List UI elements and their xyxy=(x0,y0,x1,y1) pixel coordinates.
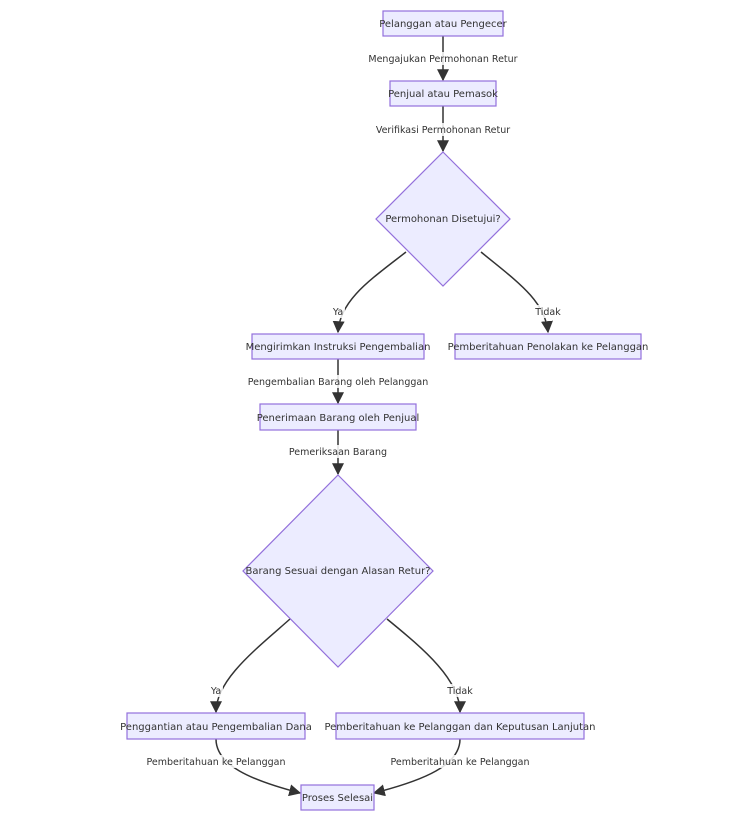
node-done: Proses Selesai xyxy=(300,784,375,811)
node-further-decision: Pemberitahuan ke Pelanggan dan Keputusan… xyxy=(324,712,596,740)
svg-text:Proses Selesai: Proses Selesai xyxy=(302,793,373,804)
svg-text:Penjual atau Pemasok: Penjual atau Pemasok xyxy=(388,89,498,100)
edge-further-to-done xyxy=(372,738,461,797)
edge-decision-no xyxy=(480,251,553,334)
node-receive-goods: Penerimaan Barang oleh Penjual xyxy=(257,403,420,431)
node-refund: Penggantian atau Pengembalian Dana xyxy=(120,712,312,740)
node-match-decision: Barang Sesuai dengan Alasan Retur? xyxy=(242,474,434,668)
svg-text:Pengembalian Barang oleh Pelan: Pengembalian Barang oleh Pelanggan xyxy=(248,377,428,388)
edge-label-submit: Mengajukan Permohonan Retur xyxy=(368,52,518,65)
svg-text:Pemeriksaan Barang: Pemeriksaan Barang xyxy=(289,447,387,458)
node-rejection-notice: Pemberitahuan Penolakan ke Pelanggan xyxy=(448,333,649,360)
svg-text:Pemberitahuan ke Pelanggan: Pemberitahuan ke Pelanggan xyxy=(390,757,529,768)
svg-text:Tidak: Tidak xyxy=(534,307,561,318)
edge-decision2-yes xyxy=(210,618,291,714)
svg-text:Permohonan Disetujui?: Permohonan Disetujui? xyxy=(385,214,500,225)
svg-text:Pemberitahuan ke Pelanggan dan: Pemberitahuan ke Pelanggan dan Keputusan… xyxy=(324,722,595,733)
svg-text:Mengirimkan Instruksi Pengemba: Mengirimkan Instruksi Pengembalian xyxy=(246,342,431,353)
edge-label-verify: Verifikasi Permohonan Retur xyxy=(376,123,510,136)
edge-label-return-goods: Pengembalian Barang oleh Pelanggan xyxy=(248,375,428,388)
edge-decision2-no xyxy=(386,618,466,714)
svg-text:Pelanggan atau Pengecer: Pelanggan atau Pengecer xyxy=(379,19,507,30)
edge-label-notify-2: Pemberitahuan ke Pelanggan xyxy=(390,755,530,768)
svg-text:Tidak: Tidak xyxy=(446,686,473,697)
svg-text:Pemberitahuan ke Pelanggan: Pemberitahuan ke Pelanggan xyxy=(146,757,285,768)
edge-label-yes-2: Ya xyxy=(209,684,223,697)
node-approval-decision: Permohonan Disetujui? xyxy=(375,151,511,287)
edge-label-notify-1: Pemberitahuan ke Pelanggan xyxy=(146,755,286,768)
node-customer: Pelanggan atau Pengecer xyxy=(379,10,508,37)
edge-label-inspect: Pemeriksaan Barang xyxy=(289,445,387,458)
svg-text:Barang Sesuai dengan Alasan Re: Barang Sesuai dengan Alasan Retur? xyxy=(246,566,431,577)
svg-text:Penerimaan Barang oleh Penjual: Penerimaan Barang oleh Penjual xyxy=(257,413,420,424)
svg-text:Pemberitahuan Penolakan ke Pel: Pemberitahuan Penolakan ke Pelanggan xyxy=(448,342,649,353)
svg-text:Ya: Ya xyxy=(332,307,343,318)
edge-decision-yes xyxy=(332,251,407,334)
svg-text:Penggantian atau Pengembalian: Penggantian atau Pengembalian Dana xyxy=(120,722,312,733)
node-send-instructions: Mengirimkan Instruksi Pengembalian xyxy=(246,333,431,360)
edge-refund-to-done xyxy=(215,738,302,797)
svg-text:Mengajukan Permohonan Retur: Mengajukan Permohonan Retur xyxy=(368,54,517,65)
edge-label-yes-1: Ya xyxy=(331,305,345,318)
svg-text:Verifikasi Permohonan Retur: Verifikasi Permohonan Retur xyxy=(376,125,510,136)
svg-text:Ya: Ya xyxy=(210,686,221,697)
node-seller: Penjual atau Pemasok xyxy=(388,80,498,107)
edge-label-no-1: Tidak xyxy=(534,305,561,318)
edge-label-no-2: Tidak xyxy=(446,684,473,697)
